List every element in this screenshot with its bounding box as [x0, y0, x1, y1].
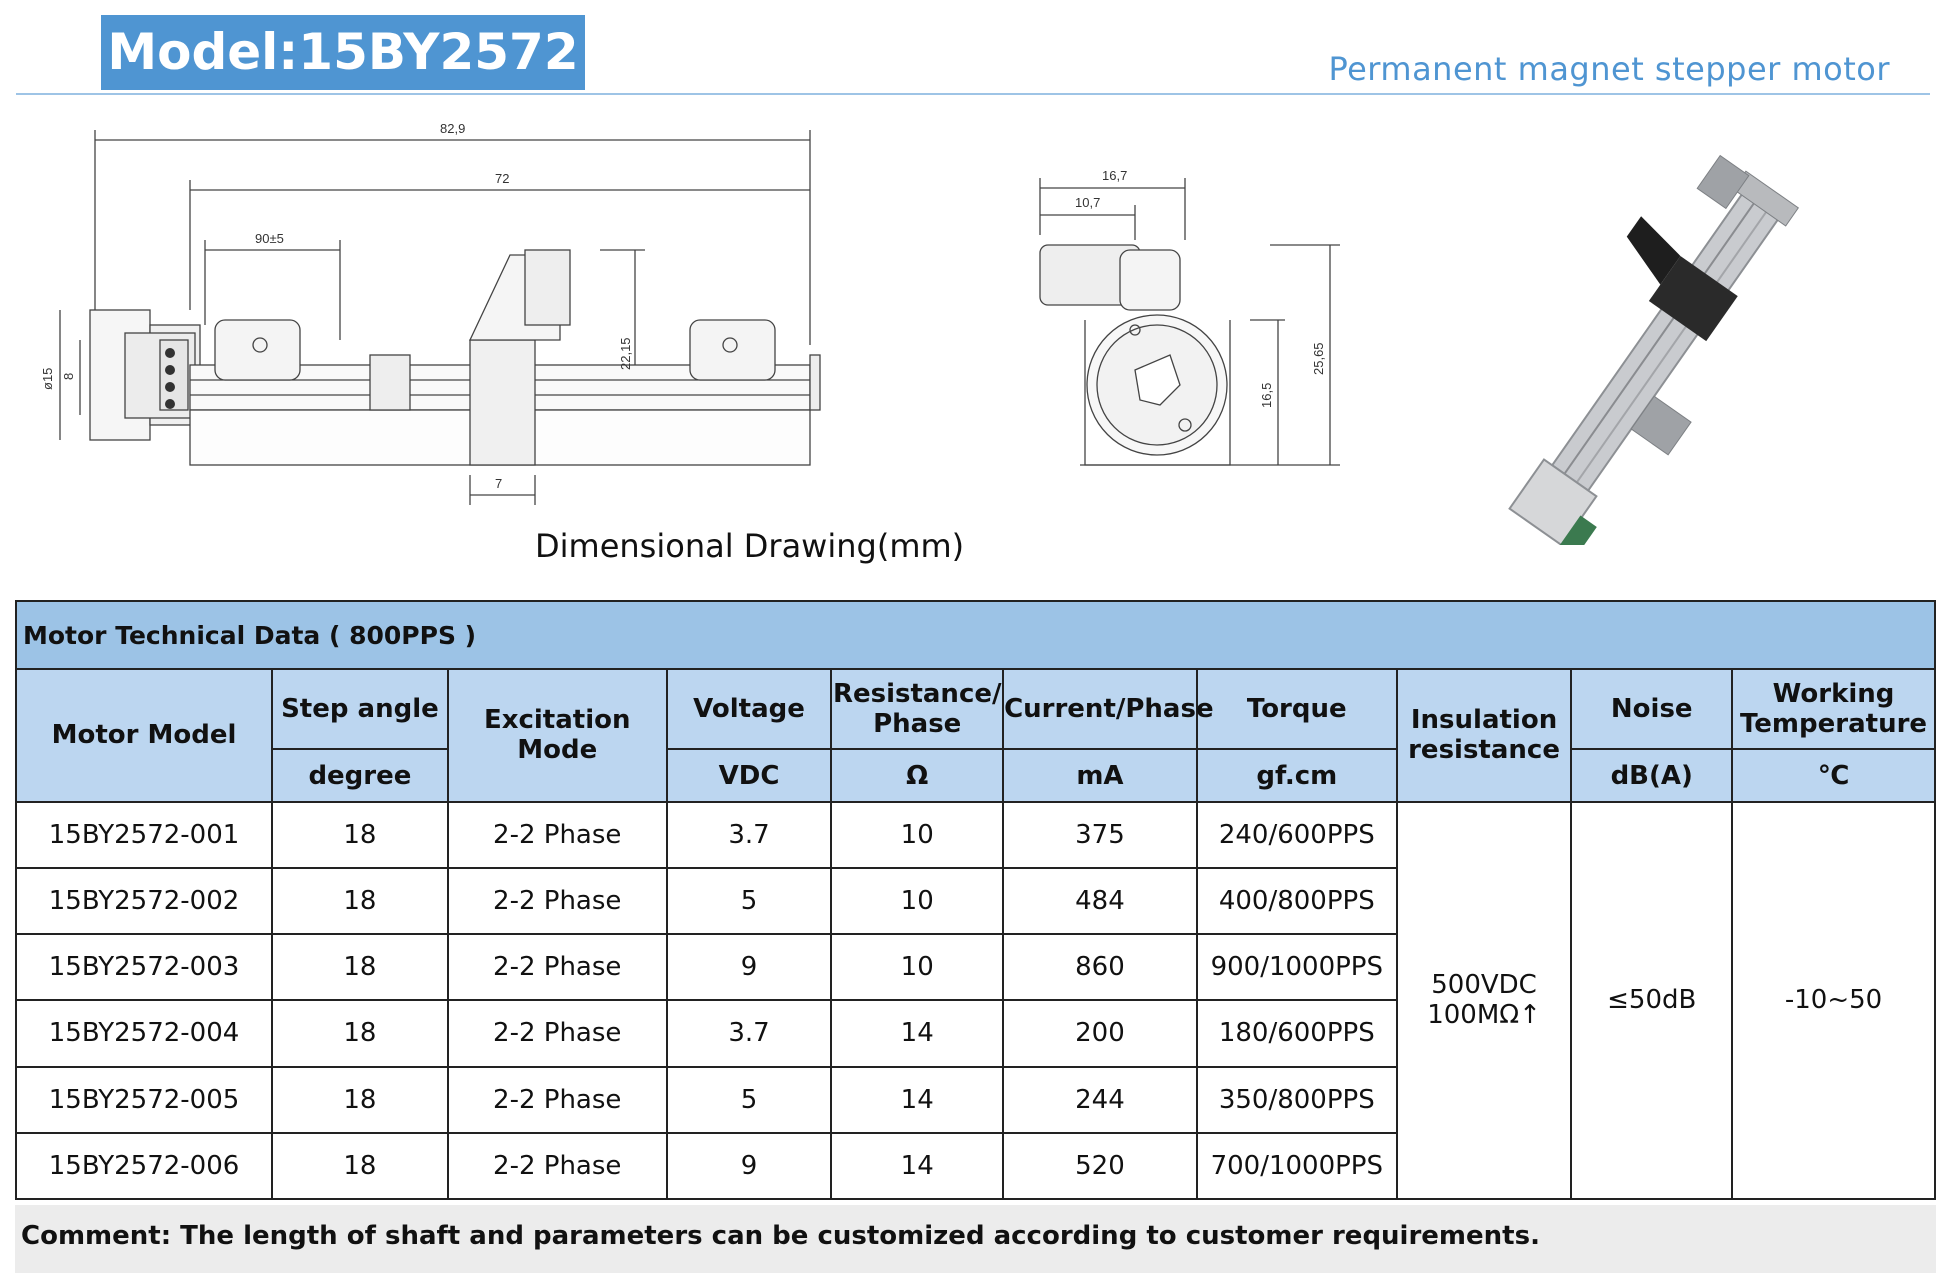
cell-torque: 350/800PPS: [1195, 1065, 1398, 1134]
motor-spec-table: Motor Technical Data ( 800PPS ) Motor Mo…: [14, 599, 1936, 1201]
cell-mode: 2-2 Phase: [446, 999, 668, 1068]
cell-mode: 2-2 Phase: [446, 800, 668, 869]
end-view-drawing: 16,7 10,7 25,65 16,5: [1039, 168, 1340, 466]
cell-voltage: 3.7: [665, 999, 833, 1068]
header-insulation: Insulation resistance: [1395, 668, 1573, 803]
cell-mode: 2-2 Phase: [446, 1131, 668, 1201]
table-row: 15BY2572-005 18 2-2 Phase 5 14 244 350/8…: [14, 1065, 1935, 1134]
unit-current: mA: [1002, 748, 1198, 803]
table-row: 15BY2572-002 18 2-2 Phase 5 10 484 400/8…: [14, 866, 1935, 936]
cell-step: 18: [271, 866, 449, 936]
unit-resistance: Ω: [830, 748, 1005, 803]
product-photo: [1508, 154, 1800, 545]
unit-torque: gf.cm: [1195, 748, 1398, 803]
dim-slider-travel: 90±5: [255, 231, 284, 246]
cell-current: 860: [1002, 933, 1198, 1002]
dim-inner: 8: [61, 373, 76, 380]
cell-torque: 700/1000PPS: [1195, 1131, 1398, 1201]
cell-mode: 2-2 Phase: [446, 933, 668, 1002]
table-row: 15BY2572-001 18 2-2 Phase 3.7 10 375 240…: [14, 800, 1936, 1201]
dim-slider-width: 7: [495, 476, 502, 491]
dim-right-tall: 25,65: [1311, 342, 1326, 375]
cell-resistance: 10: [830, 933, 1005, 1002]
header-step-angle: Step angle: [271, 668, 449, 751]
cell-model: 15BY2572-001: [14, 800, 274, 869]
header-resistance: Resistance/ Phase: [830, 668, 1005, 751]
unit-working-temp: ℃: [1731, 748, 1936, 803]
cell-step: 18: [271, 1131, 449, 1201]
header-current: Current/Phase: [1002, 668, 1214, 751]
cell-torque: 240/600PPS: [1195, 800, 1398, 869]
cell-model: 15BY2572-003: [14, 933, 274, 1002]
insulation-voltage: 500VDC: [1431, 970, 1537, 1001]
model-title: Model:15BY2572: [101, 15, 585, 90]
cell-step: 18: [271, 800, 449, 869]
cell-resistance: 10: [830, 800, 1005, 869]
dim-top-inner: 10,7: [1075, 195, 1100, 210]
dim-right-short: 16,5: [1259, 383, 1274, 408]
cell-step: 18: [271, 933, 449, 1002]
dim-overall: 82,9: [440, 121, 465, 136]
table-row: 15BY2572-004 18 2-2 Phase 3.7 14 200 180…: [14, 999, 1935, 1068]
cell-resistance: 14: [830, 1065, 1005, 1134]
unit-step-angle: degree: [271, 748, 449, 803]
cell-voltage: 5: [665, 1065, 833, 1134]
header-torque: Torque: [1195, 668, 1398, 751]
cell-voltage: 3.7: [665, 800, 833, 869]
table-row: 15BY2572-003 18 2-2 Phase 9 10 860 900/1…: [14, 933, 1935, 1002]
header-working-temp: Working Temperature: [1731, 668, 1936, 751]
cell-voltage: 9: [665, 1131, 833, 1201]
cell-resistance: 14: [830, 999, 1005, 1068]
unit-noise: dB(A): [1570, 748, 1734, 803]
cell-step: 18: [271, 999, 449, 1068]
unit-voltage: VDC: [665, 748, 833, 803]
header-voltage: Voltage: [665, 668, 833, 751]
cell-torque: 400/800PPS: [1195, 866, 1398, 936]
cell-insulation: 500VDC 100MΩ↑: [1395, 800, 1573, 1201]
cell-current: 375: [1002, 800, 1198, 869]
cell-torque: 900/1000PPS: [1195, 933, 1398, 1002]
dim-length: 72: [495, 171, 509, 186]
product-subtitle: Permanent magnet stepper motor: [1328, 50, 1890, 88]
cell-torque: 180/600PPS: [1195, 999, 1398, 1068]
comment-note: Comment: The length of shaft and paramet…: [15, 1205, 1936, 1273]
cell-current: 484: [1002, 866, 1198, 936]
insulation-resistance: 100MΩ↑: [1427, 1000, 1541, 1031]
cell-current: 200: [1002, 999, 1198, 1068]
cell-voltage: 5: [665, 866, 833, 936]
cell-noise: ≤50dB: [1570, 800, 1734, 1201]
header-excitation-mode: Excitation Mode: [446, 668, 668, 803]
cell-model: 15BY2572-002: [14, 866, 274, 936]
cell-resistance: 14: [830, 1131, 1005, 1201]
drawing-caption: Dimensional Drawing(mm): [535, 527, 965, 565]
header-motor-model: Motor Model: [14, 668, 274, 803]
side-view-drawing: 82,9 72 90±5 22,15 7 ø15 8: [40, 121, 821, 505]
cell-mode: 2-2 Phase: [446, 866, 668, 936]
cell-current: 244: [1002, 1065, 1198, 1134]
header-noise: Noise: [1570, 668, 1734, 751]
cell-model: 15BY2572-005: [14, 1065, 274, 1134]
cell-working-temp: -10~50: [1731, 800, 1936, 1201]
cell-step: 18: [271, 1065, 449, 1134]
dim-top: 16,7: [1102, 168, 1127, 183]
dim-height: 22,15: [618, 337, 633, 370]
cell-resistance: 10: [830, 866, 1005, 936]
cell-model: 15BY2572-006: [14, 1131, 274, 1201]
table-row: 15BY2572-006 18 2-2 Phase 9 14 520 700/1…: [14, 1131, 1935, 1201]
table-title: Motor Technical Data ( 800PPS ): [15, 599, 1936, 671]
dim-diameter: ø15: [40, 368, 55, 390]
cell-voltage: 9: [665, 933, 833, 1002]
cell-model: 15BY2572-004: [14, 999, 274, 1068]
cell-current: 520: [1002, 1131, 1198, 1201]
cell-mode: 2-2 Phase: [446, 1065, 668, 1134]
header-divider: [16, 93, 1930, 95]
